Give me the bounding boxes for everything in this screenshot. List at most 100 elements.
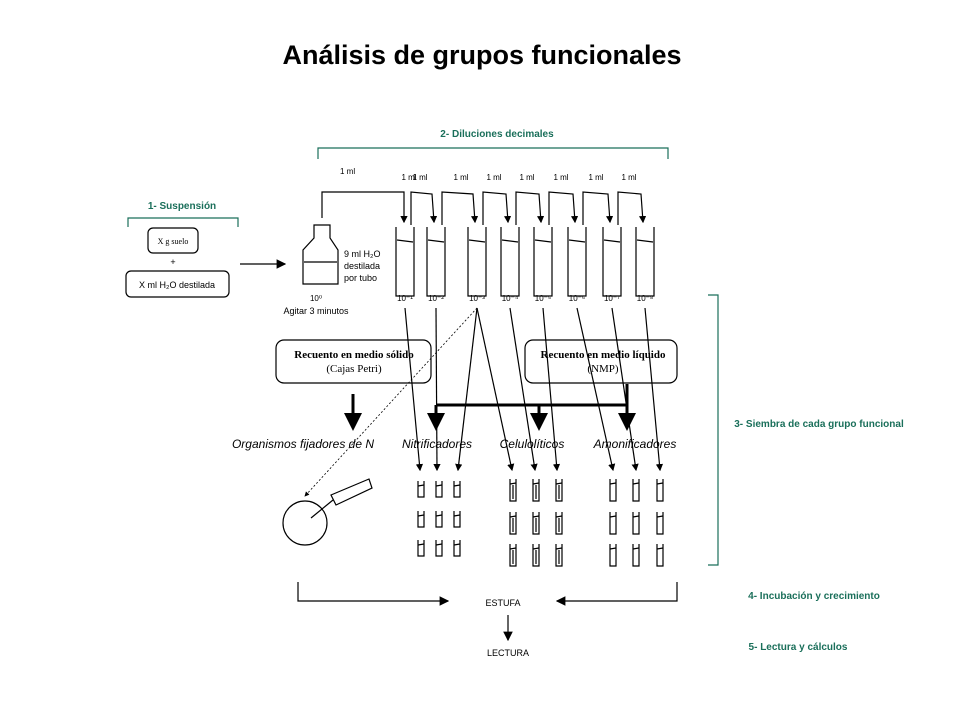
transfer-volume-label: 1 ml (553, 173, 568, 182)
culture-tube (417, 540, 425, 557)
tube-liquid-line (396, 239, 414, 243)
solid-method-box (275, 339, 432, 384)
culture-tube-level (417, 514, 425, 517)
culture-tube-level (609, 515, 617, 518)
dilution-tube (395, 227, 415, 297)
culture-tube (532, 479, 540, 502)
dilution-label: 10⁻⁴ (502, 294, 519, 303)
culture-tube (656, 512, 664, 535)
dilution-tube (635, 227, 655, 297)
culture-tube (632, 544, 640, 567)
tube-note-line-3: por tubo (344, 273, 377, 283)
diluciones-bracket (317, 147, 669, 159)
culture-tube (609, 479, 617, 502)
tube-liquid-line (501, 239, 519, 243)
petri-dish-icon (282, 500, 328, 546)
culture-tube-level (509, 547, 517, 550)
step-lectura-label: 5- Lectura y cálculos (749, 642, 848, 653)
tube-liquid-line (427, 239, 445, 243)
dilution-label: 10⁻⁵ (535, 294, 551, 303)
culture-tube (555, 512, 563, 535)
organism-amonificadores: Amonificadores (593, 437, 677, 451)
dilution-tube (467, 227, 487, 297)
culture-tube (509, 512, 517, 535)
transfer-arc (548, 191, 579, 225)
culture-tube (453, 540, 461, 557)
culture-tube-level (435, 543, 443, 546)
line-to-celu-1 (476, 307, 515, 472)
transfer-volume-label: 1 ml (588, 173, 603, 182)
organism-fijadores: Organismos fijadores de N (232, 437, 374, 451)
step-diluciones-label: 2- Diluciones decimales (440, 129, 554, 140)
dilution-label: 10⁻¹ (397, 294, 413, 303)
dilution-label: 10⁻⁸ (637, 294, 654, 303)
line-to-amoni-3 (644, 307, 664, 472)
solid-method-title: Recuento en medio sólido (294, 349, 414, 361)
line-to-nitri-1 (404, 307, 424, 472)
culture-tube (532, 512, 540, 535)
liquid-method-title: Recuento en medio líquido (541, 349, 666, 361)
culture-tube-level (435, 514, 443, 517)
tube-note-line-2: destilada (344, 261, 380, 271)
flask-icon (302, 224, 339, 285)
line-to-celu-3 (542, 307, 561, 472)
culture-tube-level (555, 547, 563, 550)
culture-tube (632, 479, 640, 502)
dilution-label: 10⁻⁷ (604, 294, 620, 303)
culture-tube (435, 481, 443, 498)
tube-liquid-line (636, 239, 654, 243)
transfer-arc (515, 191, 545, 225)
culture-tube-level (555, 515, 563, 518)
flask-dilution-label: 10⁰ (310, 294, 322, 303)
lectura-label: LECTURA (487, 648, 529, 658)
pipette-icon (330, 478, 373, 506)
first-transfer-path (321, 191, 408, 224)
culture-tube-level (509, 482, 517, 485)
siembra-bracket (708, 294, 719, 566)
dilution-tube (533, 227, 553, 297)
liquid-method-box (524, 339, 678, 384)
pipette-tip (310, 499, 334, 519)
solid-method-sub: (Cajas Petri) (326, 363, 382, 375)
tube-liquid-line (534, 239, 552, 243)
culture-tube-level (656, 547, 664, 550)
culture-tube-level (632, 482, 640, 485)
page-title: Análisis de grupos funcionales (282, 40, 681, 70)
transfer-arc (617, 191, 647, 225)
tube-liquid-line (603, 239, 621, 243)
plus-sign: + (170, 257, 175, 267)
dilution-label: 10⁻⁶ (569, 294, 585, 303)
dilution-tube (426, 227, 446, 297)
culture-tube (609, 512, 617, 535)
dilution-tube (567, 227, 587, 297)
culture-tube (656, 479, 664, 502)
line-to-amoni-2 (611, 307, 639, 472)
culture-tubes (417, 479, 664, 567)
step-incubacion-label: 4- Incubación y crecimiento (748, 591, 880, 602)
incubation-left-arrow (297, 582, 450, 606)
flask-volume-label: 1 ml (340, 167, 355, 176)
dilution-tube (500, 227, 520, 297)
culture-tube (632, 512, 640, 535)
culture-tube-level (532, 515, 540, 518)
water-box (125, 270, 230, 298)
estufa-label: ESTUFA (485, 598, 520, 608)
transfer-arc (482, 191, 512, 225)
transfer-volume-label: 1 ml (486, 173, 501, 182)
culture-tube (417, 481, 425, 498)
culture-tube (609, 544, 617, 567)
culture-tube-level (532, 482, 540, 485)
dilution-tube (602, 227, 622, 297)
dilution-label: 10⁻² (428, 294, 444, 303)
culture-tube (435, 511, 443, 528)
culture-tube-level (453, 543, 461, 546)
culture-tube (509, 544, 517, 567)
incubation-right-arrow (555, 582, 678, 606)
tube-liquid-line (468, 239, 486, 243)
culture-tube (453, 481, 461, 498)
soil-label: X g suelo (158, 237, 189, 246)
line-to-amoni-1 (576, 307, 616, 472)
culture-tube-level (656, 515, 664, 518)
shake-label: Agitar 3 minutos (283, 306, 349, 316)
